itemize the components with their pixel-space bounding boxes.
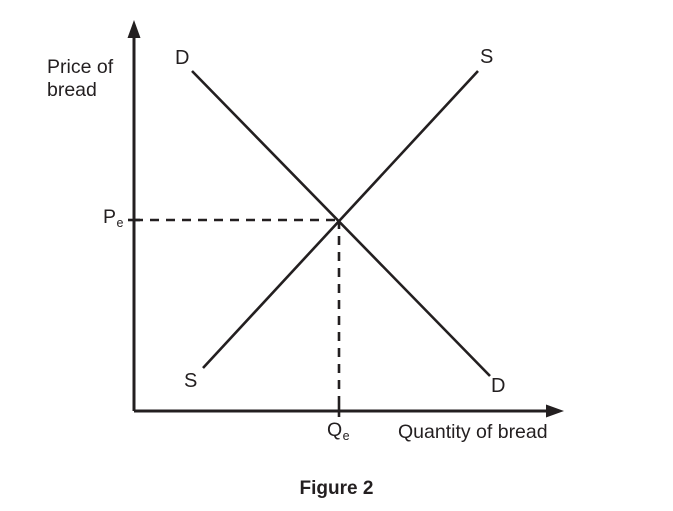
demand-curve-label-top: D [175,47,190,69]
supply-curve [202,70,479,369]
demand-curve [191,70,491,377]
demand-curve-label-bottom: D [491,375,506,397]
x-axis-arrow-icon [546,404,564,418]
supply-curve-label-bottom: S [184,370,198,392]
supply-curve-label-top: S [480,46,494,68]
x-axis-label: Quantity of bread [398,421,548,443]
equilibrium-price-subscript: e [116,216,124,230]
equilibrium-price-label: Pe [103,206,124,230]
figure-caption: Figure 2 [299,478,374,499]
equilibrium-quantity-symbol: Q [327,419,343,441]
equilibrium-quantity-label: Qe [327,419,350,443]
y-axis-arrow-icon [127,20,141,38]
y-axis-label: Price of bread [47,56,114,101]
equilibrium-quantity-subscript: e [342,429,350,443]
equilibrium-price-symbol: P [103,206,117,228]
